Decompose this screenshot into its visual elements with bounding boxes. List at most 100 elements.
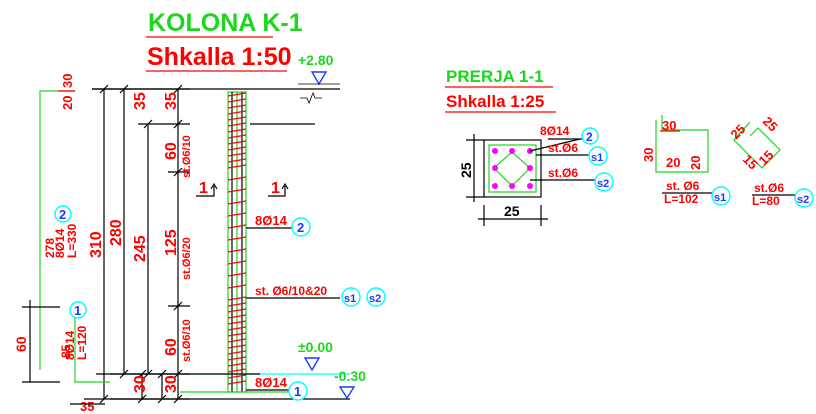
- stirrup-s2-shape: [733, 121, 781, 169]
- stirrup-tick: [227, 236, 247, 241]
- stirrup-tick: [227, 164, 247, 169]
- s1-dim-20-a: 20: [666, 155, 680, 170]
- dim-20: 20: [60, 96, 75, 110]
- dim-35-a: 35: [132, 92, 149, 110]
- zero-level-label: ±0.00: [298, 339, 333, 355]
- section-rebars: [492, 148, 533, 189]
- section-dim-vertical: 25: [458, 162, 474, 178]
- dim-280: 280: [108, 219, 125, 246]
- bar2-marker: [54, 205, 72, 223]
- bar2-length: L=330: [65, 223, 79, 258]
- stirrup-tick: [227, 314, 247, 319]
- stirrup-tick: [227, 338, 247, 343]
- dim-35-b: 35: [163, 92, 180, 110]
- dim-60-lower: 60: [163, 338, 180, 356]
- section-dim-horizontal: 25: [504, 203, 520, 219]
- bar1-spec: 8Ø14: [63, 330, 77, 360]
- s1-spec: st. Ø6: [666, 179, 700, 193]
- stirrup-tick: [227, 152, 247, 157]
- dim-245: 245: [132, 235, 149, 262]
- dim-85: 85: [59, 344, 73, 358]
- s1-dim-20-b: 20: [688, 156, 703, 170]
- section-marker-s1: [588, 146, 608, 166]
- section-stirrup-s2-spec: st.Ø6: [548, 166, 578, 180]
- bar2-count: 278: [43, 238, 57, 258]
- top-level-label: +2.80: [298, 52, 334, 68]
- svg-text:s2: s2: [797, 194, 809, 206]
- dim-ticks: [84, 84, 190, 404]
- s1-dim-30-top: 30: [662, 118, 676, 133]
- stirrup-tick: [227, 326, 247, 331]
- stirrup-tick: [227, 158, 247, 163]
- section-stirrup-s1-spec: st.Ø6: [548, 141, 578, 155]
- stirrup-tick: [227, 272, 247, 277]
- dim-30-a: 30: [132, 375, 149, 393]
- stirrup-tick: [227, 332, 247, 337]
- stirrup-tick: [227, 140, 247, 145]
- s1-marker: [711, 186, 731, 206]
- svg-text:s2: s2: [369, 293, 381, 305]
- stirrup-tick: [227, 104, 247, 109]
- bar2-spec: 8Ø14: [53, 228, 67, 258]
- bottom-level-label: -0.30: [334, 368, 366, 384]
- stirrup-tick: [227, 302, 247, 307]
- stirrup-tick: [227, 296, 247, 301]
- svg-text:1: 1: [294, 384, 301, 399]
- stirrup-tick: [227, 128, 247, 133]
- stirrup-tick: [227, 224, 247, 229]
- svg-text:2: 2: [59, 207, 66, 222]
- stirrup-tick: [227, 98, 247, 103]
- stirrup-tick: [227, 380, 247, 385]
- s2-dim-25-b: 25: [760, 114, 781, 135]
- bar1-length: L=120: [75, 325, 89, 360]
- svg-text:s2: s2: [597, 178, 609, 190]
- callout-bar1-marker: [288, 381, 308, 401]
- section-stirrup-outer: [488, 144, 537, 193]
- stirrup-detail-s2: 25 25 15 15 st.Ø6 L=80 s2: [728, 114, 814, 208]
- column-scale: Shkalla 1:50: [147, 43, 292, 71]
- stirrups-middle-label: st.Ø6/20: [181, 237, 193, 280]
- stirrups-lower-label: st.Ø6/10: [181, 319, 193, 362]
- column-title: KOLONA K-1: [148, 9, 303, 37]
- stirrup-tick: [227, 92, 247, 97]
- bar1-marker: [69, 301, 87, 319]
- stirrup-tick: [227, 356, 247, 361]
- callout-s2-marker: [366, 287, 386, 307]
- dim-30-b: 30: [163, 375, 180, 393]
- bottom-level-triangle: [338, 386, 356, 400]
- stirrup-tick: [227, 320, 247, 325]
- bar1-shape: [74, 303, 110, 383]
- stirrup-tick: [227, 212, 247, 217]
- svg-text:1: 1: [271, 180, 280, 197]
- callout-bar2-marker: [291, 217, 311, 237]
- section-title: PRERJA 1-1: [446, 67, 544, 86]
- dim-30-top: 30: [60, 74, 75, 88]
- stirrup-s1-shape: [655, 115, 709, 173]
- callout-bar2: 8Ø14: [255, 213, 288, 228]
- callout-bar1: 8Ø14: [255, 375, 288, 390]
- stirrup-tick: [227, 200, 247, 205]
- stirrup-tick: [227, 260, 247, 265]
- dim-310: 310: [88, 231, 105, 258]
- svg-text:s1: s1: [344, 293, 356, 305]
- dim-125: 125: [163, 229, 180, 256]
- svg-text:s1: s1: [714, 192, 726, 204]
- svg-text:1: 1: [74, 303, 81, 318]
- stirrup-tick: [227, 188, 247, 193]
- stirrup-tick: [227, 284, 247, 289]
- section-cut-left: 1: [196, 180, 218, 197]
- svg-text:2: 2: [586, 130, 593, 144]
- stirrup-tick: [227, 176, 247, 181]
- column-elevation: KOLONA K-1 Shkalla 1:50 +2.80 ±0.00 -0.3…: [13, 9, 386, 414]
- section-bar-spec: 8Ø14: [540, 124, 570, 138]
- section-stirrup-diamond: [493, 151, 531, 187]
- dim-60-left: 60: [13, 336, 29, 352]
- stirrup-tick: [227, 308, 247, 313]
- stirrup-tick: [227, 368, 247, 373]
- stirrup-tick: [227, 116, 247, 121]
- section-scale: Shkalla 1:25: [446, 92, 544, 111]
- dim-60-upper: 60: [163, 142, 180, 160]
- section-1-1: PRERJA 1-1 Shkalla 1:25 8Ø14 2 st.Ø6 s1 …: [445, 67, 614, 226]
- stirrup-tick: [227, 110, 247, 115]
